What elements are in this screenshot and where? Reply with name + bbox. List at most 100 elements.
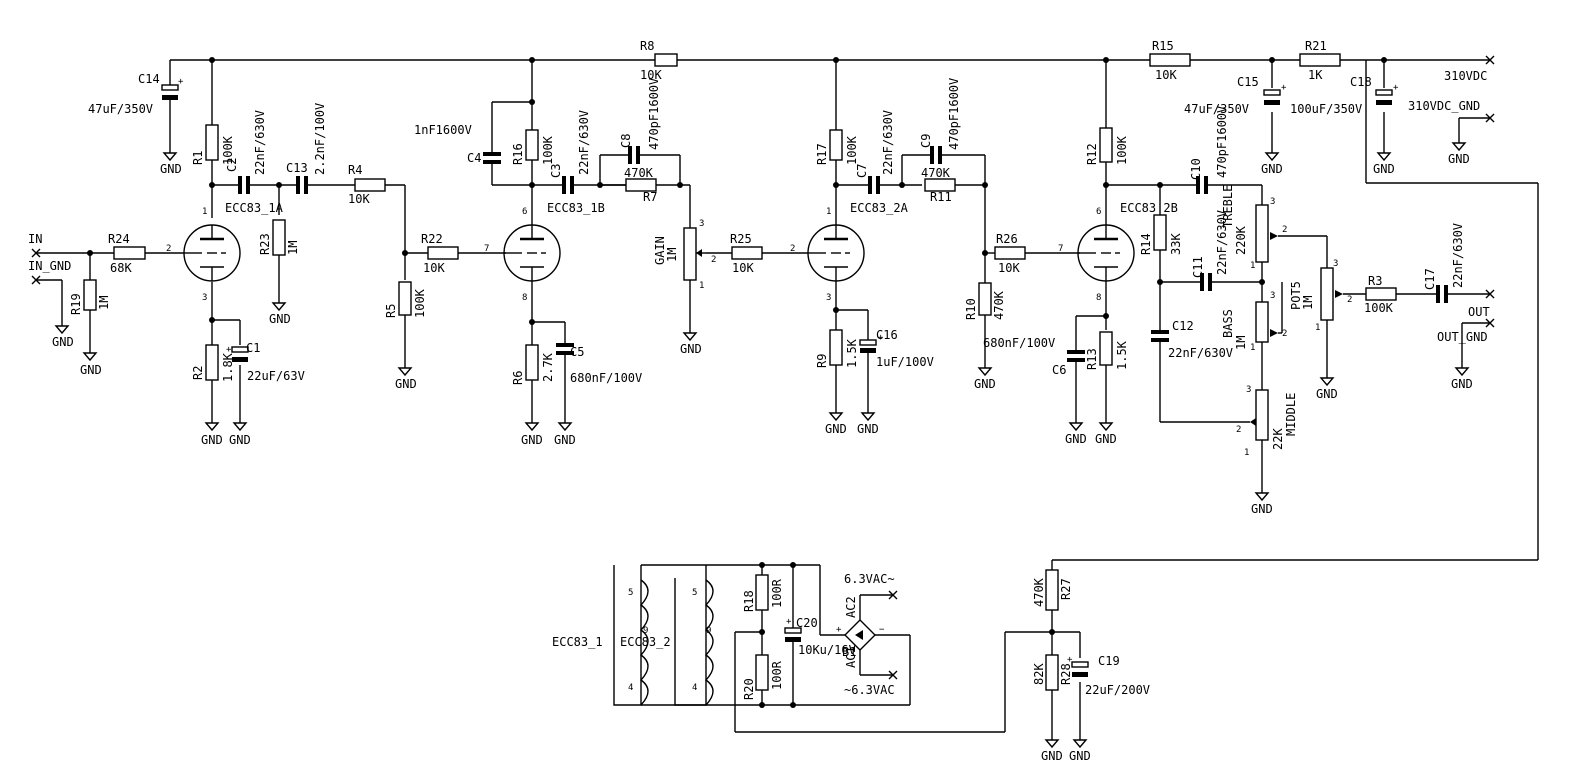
capacitor-c2: C2 22nF/630V <box>225 110 267 194</box>
resistor-r10: R10 470K <box>964 282 1006 320</box>
svg-text:3: 3 <box>1246 385 1251 395</box>
svg-text:680nF/100V: 680nF/100V <box>983 336 1055 350</box>
svg-text:R17: R17 <box>815 143 829 165</box>
svg-text:1uF/100V: 1uF/100V <box>876 355 934 369</box>
svg-text:1: 1 <box>826 207 831 217</box>
svg-text:GND: GND <box>974 377 996 391</box>
svg-text:C5: C5 <box>570 345 584 359</box>
svg-text:1: 1 <box>1244 448 1249 458</box>
svg-text:220K: 220K <box>1234 225 1248 255</box>
svg-text:10K: 10K <box>423 261 445 275</box>
pot-treble: 3 2 TREBLE 220K <box>1221 185 1287 263</box>
capacitor-c5: C5 680nF/100V <box>556 343 642 385</box>
svg-text:1M: 1M <box>286 241 300 255</box>
svg-text:470K: 470K <box>921 166 951 180</box>
resistor-r14: R14 33K <box>1139 214 1183 255</box>
resistor-r22: R22 10K <box>421 232 459 275</box>
svg-text:470pF1600V: 470pF1600V <box>1215 106 1229 178</box>
svg-text:1M: 1M <box>97 296 111 310</box>
pot-middle: 32 22K MIDDLE <box>1236 385 1298 450</box>
svg-text:R22: R22 <box>421 232 443 246</box>
svg-text:1: 1 <box>1250 261 1255 271</box>
svg-text:680nF/100V: 680nF/100V <box>570 371 642 385</box>
svg-text:C20: C20 <box>796 616 818 630</box>
svg-text:TREBLE: TREBLE <box>1221 185 1235 228</box>
svg-text:R5: R5 <box>384 304 398 318</box>
svg-text:9: 9 <box>706 626 711 636</box>
svg-text:100K: 100K <box>541 135 555 165</box>
svg-text:+: + <box>836 625 842 635</box>
svg-text:470K: 470K <box>992 290 1006 320</box>
svg-text:GND: GND <box>1065 432 1087 446</box>
svg-text:−: − <box>879 625 885 635</box>
svg-text:C18: C18 <box>1350 75 1372 89</box>
svg-text:9: 9 <box>643 626 648 636</box>
svg-text:4: 4 <box>628 683 633 693</box>
svg-text:GAIN: GAIN <box>653 236 667 265</box>
resistor-r19: R19 1M <box>69 279 111 315</box>
svg-text:+: + <box>1067 655 1073 665</box>
svg-text:GND: GND <box>1261 162 1283 176</box>
svg-text:R9: R9 <box>815 354 829 368</box>
resistor-r23: R23 1M <box>258 219 300 256</box>
svg-text:100K: 100K <box>413 288 427 318</box>
svg-text:10K: 10K <box>348 192 370 206</box>
svg-text:C13: C13 <box>286 161 308 175</box>
pot-pot5: 32 POT5 1M <box>1289 259 1352 321</box>
svg-text:2.2nF/100V: 2.2nF/100V <box>313 103 327 175</box>
svg-text:+: + <box>878 333 884 343</box>
svg-text:8: 8 <box>522 293 527 303</box>
capacitor-c18: C18 100uF/350V+ <box>1290 75 1399 116</box>
svg-text:33K: 33K <box>1169 233 1183 255</box>
svg-text:R6: R6 <box>511 371 525 385</box>
resistor-r16: R16 100K <box>511 129 555 165</box>
svg-text:22nF/630V: 22nF/630V <box>1451 223 1465 288</box>
svg-text:22uF/200V: 22uF/200V <box>1085 683 1150 697</box>
svg-text:R19: R19 <box>69 293 83 315</box>
svg-text:GND: GND <box>80 363 102 377</box>
svg-text:+: + <box>1281 83 1287 93</box>
resistor-r9: R9 1.5K <box>815 329 859 368</box>
svg-text:R7: R7 <box>643 190 657 204</box>
svg-text:OUT_GND: OUT_GND <box>1437 330 1488 344</box>
svg-text:470pF1600V: 470pF1600V <box>947 78 961 150</box>
svg-text:22K: 22K <box>1271 428 1285 450</box>
svg-text:GND: GND <box>1095 432 1117 446</box>
svg-text:2: 2 <box>1282 225 1287 235</box>
resistor-r2: R2 1.8K <box>191 344 235 382</box>
capacitor-c17: C17 22nF/630V <box>1423 223 1465 303</box>
svg-text:1nF1600V: 1nF1600V <box>414 123 472 137</box>
svg-text:2: 2 <box>790 244 795 254</box>
svg-text:ECC83_1: ECC83_1 <box>552 635 603 649</box>
port-markers <box>31 55 1495 680</box>
svg-text:GND: GND <box>1316 387 1338 401</box>
svg-text:~6.3VAC: ~6.3VAC <box>844 683 895 697</box>
resistor-r28: 82K R28 <box>1032 654 1073 691</box>
svg-text:+: + <box>1393 83 1399 93</box>
wires <box>36 59 1539 733</box>
resistor-r12: R12 100K <box>1085 127 1129 165</box>
svg-text:2: 2 <box>1347 295 1352 305</box>
svg-text:1: 1 <box>1315 323 1320 333</box>
svg-text:R2: R2 <box>191 366 205 380</box>
svg-text:R13: R13 <box>1085 348 1099 370</box>
resistor-r26: R26 10K <box>994 232 1026 275</box>
svg-text:1M: 1M <box>1301 296 1315 310</box>
svg-text:B1: B1 <box>842 645 856 659</box>
capacitor-c6: 680nF/100V C6 <box>983 336 1085 377</box>
svg-text:3: 3 <box>1270 197 1275 207</box>
capacitor-c9: C9 470pF1600V <box>919 78 961 164</box>
svg-text:GND: GND <box>857 422 879 436</box>
svg-text:22nF/630V: 22nF/630V <box>881 110 895 175</box>
svg-text:R26: R26 <box>996 232 1018 246</box>
capacitor-c8: C8 470pF1600V <box>619 78 661 164</box>
svg-text:GND: GND <box>1251 502 1273 516</box>
svg-text:ECC83_2: ECC83_2 <box>620 635 671 649</box>
svg-text:C14: C14 <box>138 72 160 86</box>
svg-text:4: 4 <box>692 683 697 693</box>
svg-text:+: + <box>226 345 232 355</box>
resistor-r27: 470K R27 <box>1032 569 1073 611</box>
bridge-rectifier-b1: +− AC2 AC1 B1 <box>836 596 885 668</box>
svg-text:C12: C12 <box>1172 319 1194 333</box>
svg-text:C2: C2 <box>225 158 239 172</box>
